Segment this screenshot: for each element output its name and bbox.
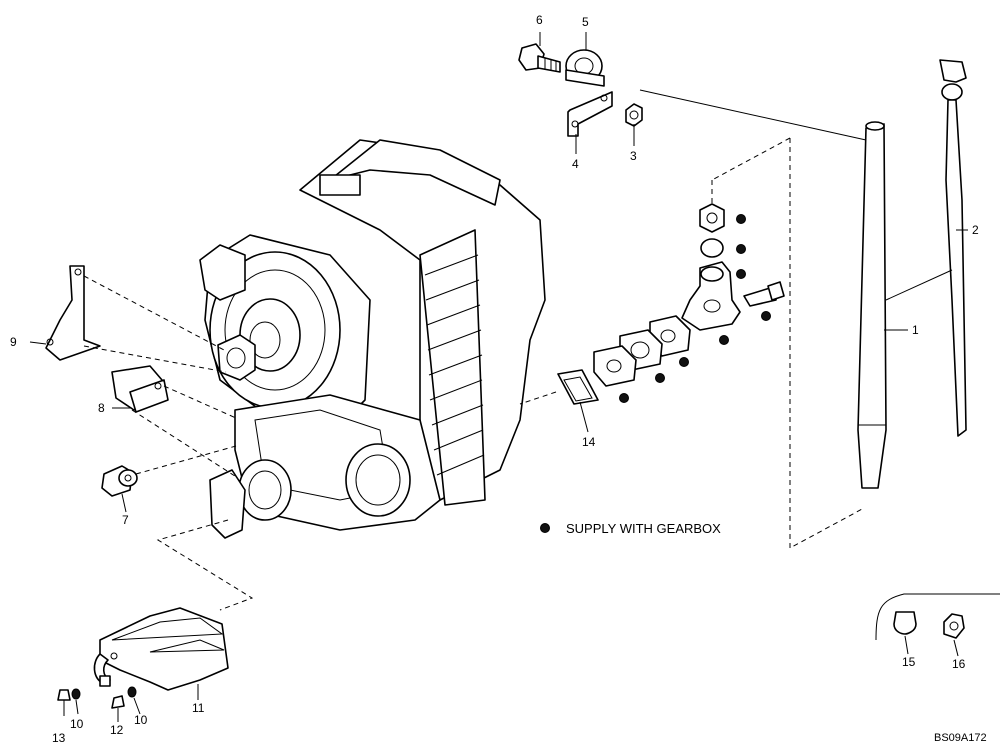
tube-connector-top <box>639 89 867 141</box>
gearbox-assembly <box>199 139 546 539</box>
drawing-code: BS09A172 <box>934 732 987 744</box>
clamp-5 <box>565 49 605 87</box>
output-flange <box>209 459 292 539</box>
callout-10-left: 10 <box>70 717 84 731</box>
washer-10-left <box>71 688 81 700</box>
callout-1: 1 <box>912 323 919 337</box>
callout-16: 16 <box>952 657 966 671</box>
callout-12: 12 <box>110 723 124 737</box>
input-coupling <box>217 334 256 381</box>
nut-3 <box>625 103 643 127</box>
housing-ribs <box>419 229 486 506</box>
dipstick-connector <box>885 269 953 301</box>
callout-8: 8 <box>98 401 105 415</box>
callout-15: 15 <box>902 655 916 669</box>
legend-note: SUPPLY WITH GEARBOX <box>540 521 721 536</box>
sensor-7 <box>101 465 138 497</box>
callout-3: 3 <box>630 149 637 163</box>
callout-13: 13 <box>52 731 66 745</box>
callout-9: 9 <box>10 335 17 349</box>
detail-box-outline <box>875 593 1000 641</box>
callout-11: 11 <box>192 701 205 715</box>
callout-2: 2 <box>972 223 979 237</box>
screw-12 <box>111 695 125 722</box>
nut-16 <box>943 613 965 639</box>
leader-lines <box>29 32 968 715</box>
screw-13 <box>57 689 71 716</box>
bracket-9 <box>45 265 101 361</box>
guard-11 <box>93 607 229 691</box>
legend-text: SUPPLY WITH GEARBOX <box>566 521 721 536</box>
bracket-4 <box>567 91 613 137</box>
callout-14: 14 <box>582 435 596 449</box>
callout-5: 5 <box>582 15 589 29</box>
gasket-14 <box>557 369 599 405</box>
callout-6: 6 <box>536 13 543 27</box>
filler-tube-1 <box>857 121 887 489</box>
cover-plate-8 <box>111 365 169 413</box>
assembly-dashed-lines <box>83 137 865 611</box>
legend-dot <box>540 523 550 533</box>
callout-4: 4 <box>572 157 579 171</box>
dipstick-2 <box>939 59 967 437</box>
bolt-6 <box>518 43 561 73</box>
washer-10-right <box>127 686 137 698</box>
fittings-stack <box>557 203 785 405</box>
cap-15 <box>893 611 917 635</box>
callout-7: 7 <box>122 513 129 527</box>
supply-dot-markers <box>619 214 771 403</box>
callout-10-right: 10 <box>134 713 148 727</box>
